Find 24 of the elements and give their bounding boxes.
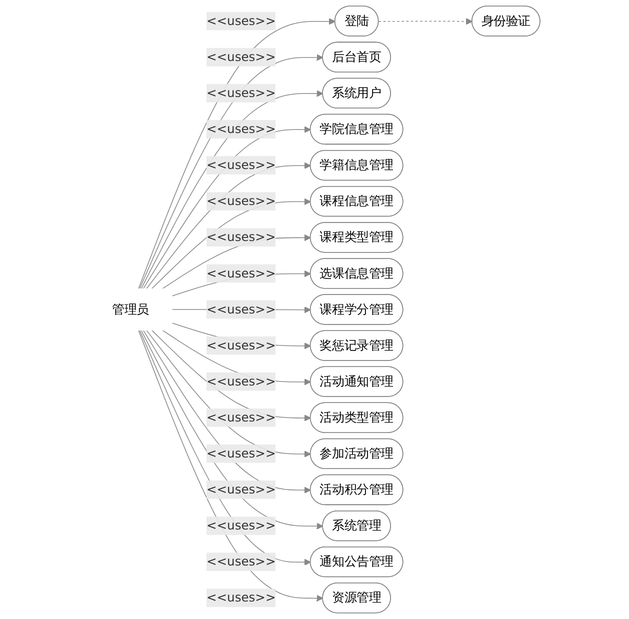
edge-label: <<uses>>: [206, 86, 276, 100]
edge-label: <<uses>>: [206, 49, 276, 64]
edge-label: <<uses>>: [206, 13, 276, 28]
edge-label: <<uses>>: [206, 302, 276, 316]
edge-label: <<uses>>: [206, 410, 276, 425]
arrow: [378, 18, 473, 25]
edge-label: <<uses>>: [206, 518, 276, 533]
arrow: [142, 330, 311, 494]
arrow: [162, 234, 311, 290]
edge-label: <<uses>>: [206, 158, 276, 172]
edge-label: <<uses>>: [206, 446, 276, 461]
edge-label: <<uses>>: [206, 554, 276, 569]
edge-label: <<uses>>: [206, 194, 276, 208]
arrow: [142, 126, 311, 290]
arrow: [162, 330, 311, 386]
edge-label: <<uses>>: [206, 482, 276, 497]
edge-label: <<uses>>: [206, 590, 276, 605]
arrow: [151, 198, 311, 290]
edge-label: <<uses>>: [206, 230, 276, 244]
edge-label: <<uses>>: [206, 266, 276, 280]
edge-label: <<uses>>: [206, 374, 276, 388]
edge-label: <<uses>>: [206, 338, 276, 352]
edge-label: <<uses>>: [206, 122, 276, 136]
arrow: [151, 330, 311, 422]
